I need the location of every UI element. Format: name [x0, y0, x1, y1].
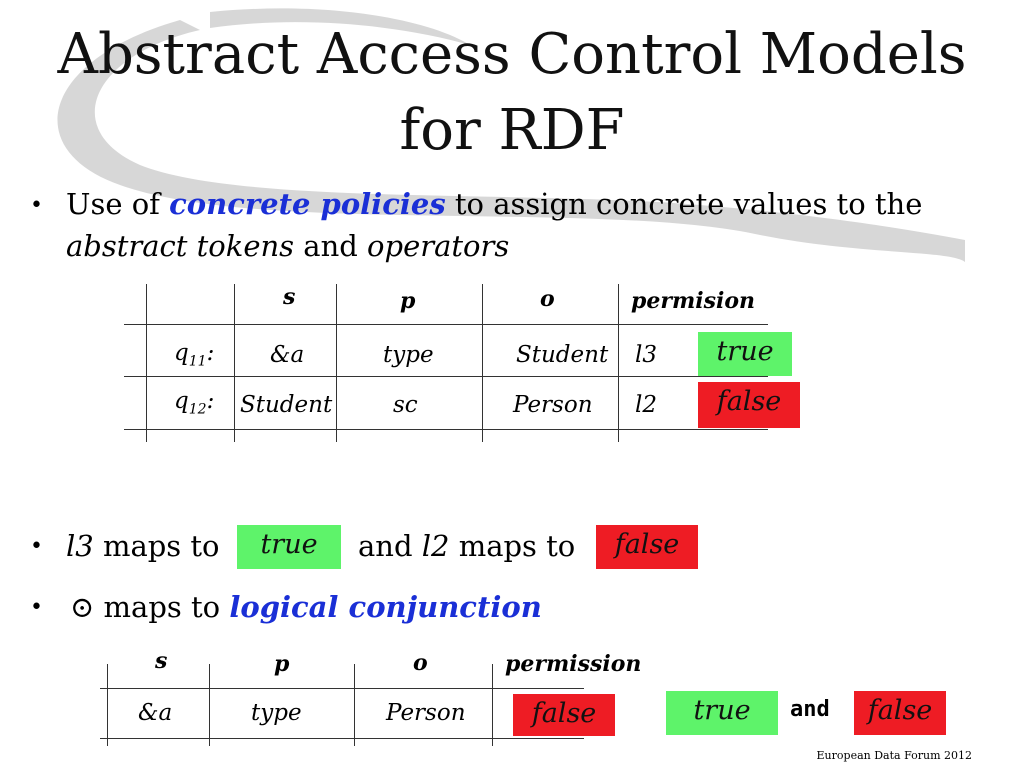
header-permission: permision [631, 288, 756, 314]
true-badge: true [237, 525, 341, 569]
bullet-3: ⊙ maps to logical conjunction [70, 587, 542, 627]
bullet-1-line2: abstract tokens and operators [66, 226, 509, 266]
table-border [482, 284, 483, 442]
cell-permission: l2 [635, 392, 657, 418]
cell-o: Student [516, 342, 609, 368]
page-title: Abstract Access Control Models [57, 22, 967, 87]
false-badge: false [513, 694, 615, 736]
maps-to-text: maps to [103, 590, 221, 624]
page-title-line2: for RDF [399, 98, 625, 163]
cell-p: sc [393, 392, 418, 418]
cell-permission: l3 [635, 342, 657, 368]
operators-text: operators [367, 229, 510, 263]
maps-to-text: maps to [458, 529, 576, 563]
bullet-dot: • [30, 595, 43, 620]
header-p: p [400, 288, 416, 314]
bullet-1-line1: Use of concrete policies to assign concr… [66, 184, 922, 224]
bullet-1-text-post: to assign concrete values to the [454, 187, 923, 221]
table-border [100, 738, 584, 739]
header-s: s [155, 648, 168, 674]
table-border [336, 284, 337, 442]
table-border [124, 429, 768, 430]
header-o: o [540, 286, 555, 312]
cell-p: type [383, 342, 434, 368]
l2-text: l2 [421, 529, 450, 563]
and-text: and [303, 229, 358, 263]
bullet-1-emphasis: concrete policies [169, 187, 446, 221]
table-border [354, 664, 355, 746]
header-o: o [413, 650, 428, 676]
table-border [209, 664, 210, 746]
table-border [100, 688, 584, 689]
cell-o: Person [513, 392, 593, 418]
false-badge: false [596, 525, 698, 569]
table-border [124, 324, 768, 325]
row-label-q12: q12: [174, 388, 215, 418]
logical-conjunction-text: logical conjunction [229, 590, 542, 624]
odot-symbol: ⊙ [70, 590, 95, 624]
bullet-2: l3 maps to [66, 526, 220, 566]
true-badge: true [698, 332, 792, 376]
maps-to-text: maps to [102, 529, 220, 563]
header-p: p [274, 651, 290, 677]
l3-text: l3 [66, 529, 94, 563]
row-label-q11: q11: [174, 340, 215, 370]
false-badge: false [698, 382, 800, 428]
bullet-1-text: Use of [66, 187, 160, 221]
table-border [618, 284, 619, 442]
table-border [107, 664, 108, 746]
cell-s: Student [240, 392, 333, 418]
header-s: s [283, 284, 296, 310]
cell-p: type [251, 700, 302, 726]
and-operator: and [790, 697, 830, 722]
header-permission: permission [505, 651, 642, 677]
abstract-tokens-text: abstract tokens [66, 229, 295, 263]
bullet-2-tail: and l2 maps to [358, 526, 575, 566]
table-border [492, 664, 493, 746]
table-border [146, 284, 147, 442]
cell-s: &a [270, 342, 305, 368]
false-badge: false [854, 691, 946, 735]
cell-s: &a [138, 700, 173, 726]
footer-text: European Data Forum 2012 [816, 749, 972, 762]
true-badge: true [666, 691, 778, 735]
table-border [124, 376, 768, 377]
bullet-dot: • [30, 534, 43, 559]
cell-o: Person [386, 700, 466, 726]
and-text: and [358, 529, 413, 563]
table-border [234, 284, 235, 442]
bullet-dot: • [30, 193, 43, 218]
